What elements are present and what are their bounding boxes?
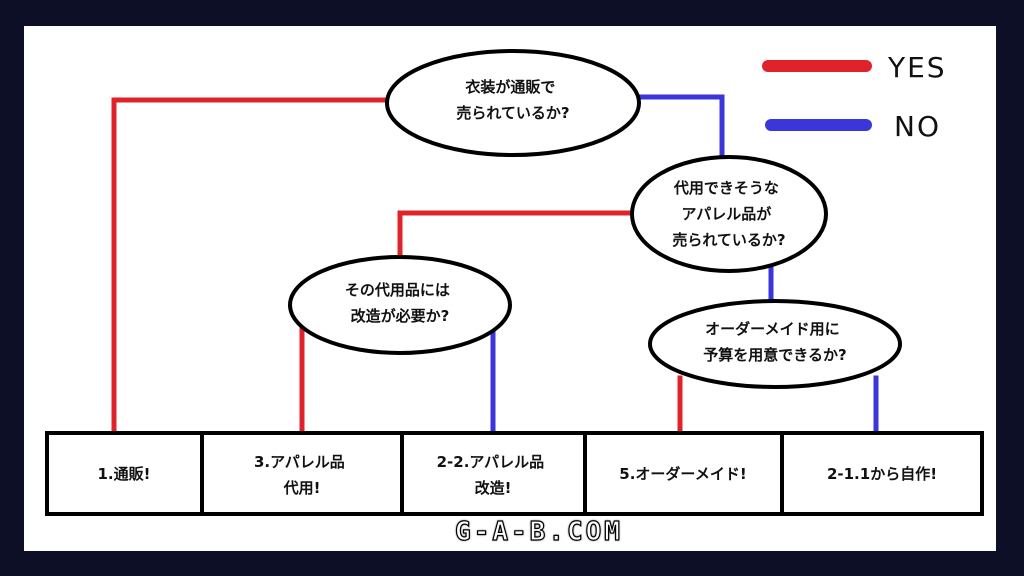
svg-text:1.通販!: 1.通販! [98,465,151,483]
svg-text:2-2.アパレル品 改造!: 2-2.アパレル品 改造! [437,453,550,497]
legend-no-label: NO [894,110,941,143]
decision-node-shape [630,155,828,273]
decision-q1: 衣装が通販で 売られているか? [385,49,641,157]
outcome-3-label-line-1: 3.アパレル品 [254,453,345,471]
outcome-2-1-label: 2-1.1から自作! [827,465,937,483]
decision-q4: オーダーメイド用に 予算を用意できるか? [648,299,902,389]
decision-q4-line-2: 予算を用意できるか? [703,346,846,364]
outcome-5-label: 5.オーダーメイド! [619,465,746,483]
svg-text:オーダーメイド用に 予算を用意できるか?: オーダーメイド用に 予算を用意できるか? [703,320,846,364]
site-watermark: G-A-B.COM [454,516,623,547]
svg-text:3.アパレル品 代用!: 3.アパレル品 代用! [254,453,350,497]
svg-text:その代用品には 改造が必要か?: その代用品には 改造が必要か? [345,281,455,325]
decision-q3: その代用品には 改造が必要か? [288,255,512,355]
decision-q2-line-1: 代用できそうな [673,179,779,197]
decision-q2-line-3: 売られているか? [672,231,785,249]
svg-text:2-1.1から自作!: 2-1.1から自作! [827,465,937,483]
decision-q3-line-2: 改造が必要か? [351,307,450,325]
decision-q4-line-1: オーダーメイド用に [705,320,839,338]
decision-q2-line-2: アパレル品が [682,205,773,223]
yes-edge-q1-to-outcome-1 [111,97,391,436]
outcome-2-1-box [780,431,984,516]
outcome-2-2-label-line-2: 改造! [475,479,512,497]
no-edge-q1-to-q2 [635,94,725,161]
outcome-2-2-box [400,431,587,516]
legend-yes-label: YES [887,51,947,84]
outcome-row: 1.通販! 3.アパレル品 代用! 2-2.アパレル品 改造! 5.オーダーメイ… [45,431,984,516]
outcome-1-label: 1.通販! [98,465,151,483]
svg-text:衣装が通販で 売られているか?: 衣装が通販で 売られているか? [456,78,569,122]
outcome-2-2-label-line-1: 2-2.アパレル品 [437,453,545,471]
legend: YES NO [762,51,947,143]
outcome-3-box [200,431,404,516]
decision-node-shape [288,255,512,355]
decision-q1-line-2: 売られているか? [456,104,569,122]
decision-node-shape [648,299,902,389]
outcome-3-label-line-2: 代用! [283,479,321,497]
svg-text:代用できそうな アパレル品が 売られ: 代用できそうな アパレル品が 売られているか? [672,179,785,249]
yes-edge-q2-to-q3 [397,210,636,259]
svg-text:5.オーダーメイド!: 5.オーダーメイド! [619,465,746,483]
decision-q3-line-1: その代用品には [345,281,450,299]
outcome-5-box [583,431,784,516]
decision-node-shape [385,49,641,157]
outcome-1-box [45,431,204,516]
decision-q1-line-1: 衣装が通販で [465,78,555,96]
connectors [111,94,879,436]
decision-q2: 代用できそうな アパレル品が 売られているか? [630,155,828,273]
